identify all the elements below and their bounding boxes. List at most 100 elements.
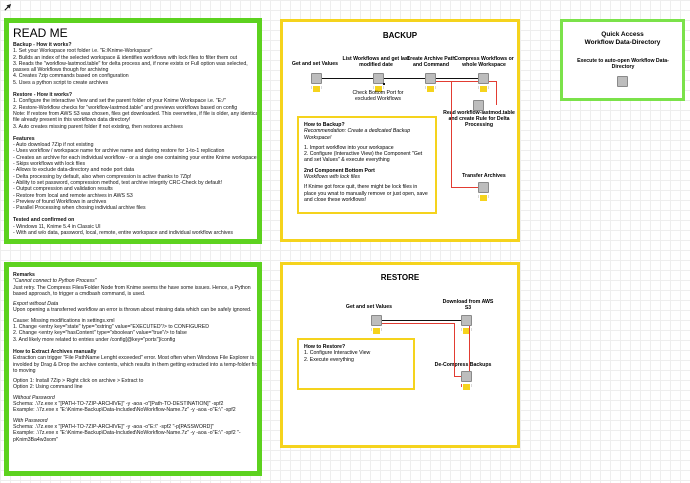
flow-variable-connection <box>436 81 478 82</box>
backup-howto-annotation: How to Backup? Recommendation: Create a … <box>297 116 437 214</box>
readme-line: - Parallel Processing when chosing indiv… <box>13 205 146 212</box>
restore-title: RESTORE <box>380 273 420 282</box>
readme-line: - Allows to exclude data-directory and n… <box>13 167 135 174</box>
remarks-line: Upon opening a transferred workflow an e… <box>13 307 252 314</box>
readme-line: 3. Auto creates missing parent folder if… <box>13 123 183 130</box>
bottom-port[interactable] <box>383 83 385 85</box>
remarks-line: How to Extract Archives manually <box>13 348 97 355</box>
readme-line: passes all Workflows though for archivin… <box>13 67 109 74</box>
readme-line: - Preview of found Workflows in archives <box>13 198 107 205</box>
remarks-content: Remarks"Cannot connect to Python Process… <box>13 272 261 443</box>
node-status <box>371 328 382 334</box>
component-list-workflows[interactable] <box>373 73 384 84</box>
readme-line: - Windows 11, Knime 5.4 in Classic UI <box>13 223 101 230</box>
component-read-workflow-lastmod[interactable] <box>473 100 484 111</box>
readme-line: - Skips workflows with lock files <box>13 161 86 168</box>
remarks-line: Remarks <box>13 272 35 278</box>
readme-line: 1. Configure the interactive View and se… <box>13 98 226 105</box>
restore-howto-annotation: How to Restore? 1. Configure Interactive… <box>297 338 415 390</box>
node-status <box>461 328 472 334</box>
flow-variable-connection <box>451 81 452 187</box>
note-check-bottom-port: Check Bottom Port for excluded Workflows <box>352 90 404 102</box>
node-label-create-archive: Create Archive Path and Command <box>406 56 456 68</box>
node-label-compress: Compress Workflows or whole Workspace <box>454 56 514 68</box>
readme-line: 2. Builds an index of the selected works… <box>13 54 238 61</box>
connection <box>384 78 425 79</box>
pin-icon <box>4 3 12 11</box>
remarks-line <box>13 343 253 347</box>
flow-variable-connection <box>496 81 497 105</box>
readme-line: Note: If restore from AWS S3 was chosen,… <box>13 110 260 117</box>
readme-line: Backup - How it works? <box>13 42 72 48</box>
flow-variable-connection <box>454 376 461 377</box>
node-status <box>478 86 489 92</box>
remarks-line: 1. Change <entry key="state" type="xstri… <box>13 324 210 331</box>
readme-line: 5. Uses a python script to create archiv… <box>13 79 109 86</box>
restore-step-2: 2. Execute everything <box>304 356 354 363</box>
component-compress[interactable] <box>478 73 489 84</box>
component-create-archive[interactable] <box>425 73 436 84</box>
remarks-line: Cause: Missing modifications in settings… <box>13 317 115 324</box>
readme-line: - Restore from local and remote archives… <box>13 192 133 199</box>
node-label-get-set-values: Get and set Values <box>291 61 339 67</box>
readme-line <box>13 86 253 90</box>
flow-variable-connection <box>489 81 497 82</box>
backup-title: BACKUP <box>382 31 418 40</box>
connection <box>436 78 478 79</box>
flow-variable-connection <box>454 323 455 376</box>
readme-line: - With and w/o data, password, local, re… <box>13 230 233 237</box>
remarks-line: based approach, to trigger a cmdbash com… <box>13 290 146 297</box>
node-label-download-s3: Download from AWS S3 <box>442 299 494 311</box>
readme-annotation: READ ME Backup - How it works?1. Set you… <box>4 18 262 244</box>
readme-line: 3. Reads the "workflow-lastmod.table" fo… <box>13 60 248 67</box>
quick-title-line2: Workflow Data-Directory <box>584 39 661 46</box>
readme-line: 1. Set your Workspace root folder i.e. "… <box>13 48 153 55</box>
remarks-line: to moving <box>13 367 36 374</box>
remarks-line: 3. And likely more related to entries un… <box>13 336 176 343</box>
readme-line: - Output compression and validation resu… <box>13 186 113 193</box>
readme-line <box>13 130 253 134</box>
restore-section: RESTORE Get and set Values Download from… <box>280 262 520 448</box>
restore-step-1: 1. Configure Interactive View <box>304 350 371 357</box>
node-label-open-data-directory: Execute to auto-open Workflow Data-Direc… <box>577 58 669 70</box>
remarks-line: pKnim3Ba4w3som" <box>13 436 59 443</box>
remarks-line: Without Password <box>13 394 55 401</box>
backup-howto-heading: How to Backup? <box>304 122 345 128</box>
remarks-annotation: Remarks"Cannot connect to Python Process… <box>4 262 262 476</box>
component-transfer-archives[interactable] <box>478 182 489 193</box>
flow-variable-connection <box>451 187 478 188</box>
component-get-set-values[interactable] <box>311 73 322 84</box>
node-label-decompress: De-Compress Backups <box>434 362 492 368</box>
remarks-line: "Cannot connect to Python Process" <box>13 278 97 285</box>
restore-howto-heading: How to Restore? <box>304 344 346 350</box>
quick-title-line1: Quick Access <box>601 31 644 38</box>
component-decompress[interactable] <box>461 371 472 382</box>
readme-title: READ ME <box>13 26 68 40</box>
component-open-data-directory[interactable] <box>617 76 628 87</box>
readme-line: - Auto download 7Zip if not existing <box>13 142 94 149</box>
remarks-line: Option 2: Using command line <box>13 384 83 391</box>
node-label-list-workflows: List Workflows and get last modified dat… <box>342 56 410 68</box>
component-restore-get-set-values[interactable] <box>371 315 382 326</box>
readme-line: - Delta processing by default, also when… <box>13 173 192 180</box>
readme-line: 2. Restore-Workflow checks for "workflow… <box>13 104 238 111</box>
remarks-line: Example: .\7z.exe x "E:\Knime-Backup\Dat… <box>13 407 236 414</box>
flow-variable-connection <box>382 323 454 324</box>
node-status <box>478 195 489 201</box>
node-label-transfer-archives: Transfer Archives <box>462 173 506 179</box>
remarks-line: involded by Drag & Drop the archive cont… <box>13 361 261 368</box>
readme-line: Tested and confirmed on <box>13 217 75 224</box>
component-download-s3[interactable] <box>461 315 472 326</box>
readme-line: - Ability to set password, compression m… <box>13 179 223 186</box>
backup-port-heading: 2nd Component Bottom Port <box>304 167 375 174</box>
readme-line <box>13 211 253 215</box>
remarks-line: 2. Change <entry key="hasContent" type="… <box>13 330 187 337</box>
node-status <box>373 86 384 92</box>
remarks-line: Option 1: Install 7Zip > Right click on … <box>13 378 144 385</box>
remarks-line: Schema: .\7z.exe x "[PATH-TO-7ZIP-ARCHIV… <box>13 401 224 408</box>
readme-line: Restore - How it works? <box>13 92 73 99</box>
node-label-read-workflow-lastmod: Read workflow-lastmod.table and create R… <box>443 110 515 128</box>
readme-line: Solution designed with Linux in mind BUT… <box>13 240 257 244</box>
remarks-line: Just retry. The Compress Files/Folder No… <box>13 284 251 291</box>
remarks-line: Export without Data <box>13 301 59 308</box>
